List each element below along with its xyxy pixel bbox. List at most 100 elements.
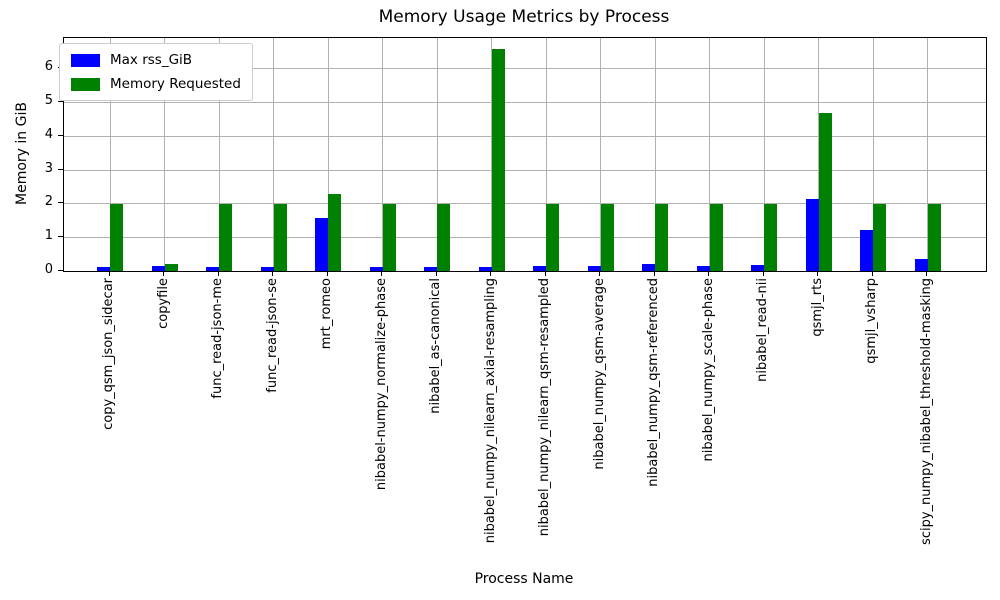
- gridline-vertical: [872, 38, 874, 271]
- x-tick-mark: [871, 271, 873, 276]
- y-tick-mark: [58, 168, 63, 170]
- y-tick-mark: [58, 202, 63, 204]
- x-tick-label: func_read-json-me: [210, 278, 225, 399]
- y-tick-mark: [58, 134, 63, 136]
- bar-max-rss-gib: [914, 258, 928, 271]
- y-tick-mark: [58, 236, 63, 238]
- gridline-vertical: [545, 38, 547, 271]
- gridline-vertical: [927, 38, 928, 271]
- gridline-horizontal: [64, 203, 986, 205]
- bar-memory-requested: [382, 204, 396, 271]
- x-tick-label: nibabel_numpy_nilearn_axial-resampling: [482, 278, 498, 544]
- bar-memory-requested: [709, 204, 723, 271]
- gridline-vertical: [709, 38, 710, 271]
- x-tick-label: copy_qsm_json_sidecar: [101, 278, 116, 430]
- y-tick-mark: [58, 100, 63, 102]
- x-tick-mark: [435, 271, 437, 276]
- x-tick-mark: [217, 271, 219, 276]
- x-tick-mark: [817, 271, 818, 276]
- x-tick-mark: [762, 271, 764, 276]
- gridline-vertical: [382, 38, 383, 271]
- bar-max-rss-gib: [424, 266, 437, 271]
- bar-max-rss-gib: [260, 266, 274, 271]
- bar-memory-requested: [655, 204, 668, 271]
- bar-max-rss-gib: [206, 266, 219, 271]
- bar-max-rss-gib: [696, 266, 710, 271]
- legend-label: Max rss_GiB: [110, 52, 193, 68]
- y-tick-label: 1: [44, 228, 53, 244]
- gridline-horizontal: [64, 68, 986, 70]
- y-tick-mark: [58, 270, 63, 271]
- bar-memory-requested: [600, 204, 614, 271]
- bar-max-rss-gib: [751, 265, 764, 271]
- x-tick-label: nibabel_as-canonical: [428, 278, 443, 414]
- gridline-vertical: [109, 38, 111, 271]
- legend: Max rss_GiB Memory Requested: [59, 43, 253, 101]
- gridline-vertical: [436, 38, 438, 271]
- bar-max-rss-gib: [805, 198, 819, 271]
- gridline-horizontal: [64, 169, 986, 171]
- gridline-vertical: [763, 38, 765, 271]
- x-tick-mark: [490, 271, 491, 276]
- x-tick-label: scipy_numpy_nibabel_threshold-masking: [918, 278, 934, 545]
- x-tick-mark: [926, 271, 927, 276]
- bar-memory-requested: [927, 204, 941, 271]
- bar-max-rss-gib: [587, 266, 601, 271]
- x-tick-mark: [163, 271, 164, 276]
- x-tick-mark: [653, 271, 655, 276]
- x-tick-label: nibabel_numpy_qsm-average: [591, 278, 607, 470]
- x-tick-label: func_read-json-se: [264, 278, 280, 393]
- plot-area: Max rss_GiB Memory Requested: [59, 37, 987, 272]
- bar-max-rss-gib: [860, 229, 873, 271]
- x-tick-label: nibabel_read-nii: [755, 278, 770, 382]
- x-tick-label: qsmjl_vsharp: [864, 278, 879, 364]
- bar-memory-requested: [328, 193, 341, 271]
- x-tick-mark: [272, 271, 273, 276]
- bar-memory-requested: [491, 49, 505, 271]
- chart-title: Memory Usage Metrics by Process: [378, 7, 670, 27]
- gridline-vertical: [218, 38, 220, 271]
- x-tick-mark: [326, 271, 328, 276]
- legend-swatch: [71, 53, 100, 67]
- y-tick-label: 4: [44, 126, 53, 142]
- legend-label: Memory Requested: [110, 76, 241, 92]
- gridline-horizontal: [64, 101, 986, 103]
- legend-swatch: [71, 77, 100, 91]
- y-tick-label: 3: [44, 160, 53, 176]
- bar-memory-requested: [873, 204, 886, 271]
- bar-max-rss-gib: [533, 266, 546, 271]
- bar-memory-requested: [437, 204, 450, 271]
- x-tick-label: nibabel-numpy_normalize-phase: [373, 278, 389, 491]
- y-tick-label: 5: [44, 92, 53, 108]
- bar-max-rss-gib: [151, 266, 165, 271]
- y-tick-label: 0: [44, 262, 53, 277]
- bar-memory-requested: [764, 204, 777, 271]
- gridline-vertical: [600, 38, 601, 271]
- legend-item: Memory Requested: [71, 76, 241, 92]
- gridline-horizontal: [64, 135, 986, 137]
- x-axis-label: Process Name: [474, 571, 574, 587]
- gridline-vertical: [164, 38, 165, 271]
- x-tick-label: nibabel_numpy_nilearn_qsm-resampled: [537, 278, 552, 537]
- bar-memory-requested: [273, 204, 287, 271]
- x-tick-label: nibabel_numpy_qsm-referenced: [646, 278, 661, 487]
- bar-memory-requested: [219, 204, 232, 271]
- y-tick-label: 2: [44, 194, 53, 210]
- x-tick-mark: [108, 271, 110, 276]
- bar-memory-requested: [546, 204, 559, 271]
- x-tick-label: nibabel_numpy_scale-phase: [700, 278, 716, 462]
- bar-max-rss-gib: [478, 266, 492, 271]
- bar-max-rss-gib: [369, 266, 383, 271]
- gridline-vertical: [327, 38, 329, 271]
- legend-item: Max rss_GiB: [71, 52, 241, 68]
- bar-memory-requested: [818, 113, 832, 271]
- bar-max-rss-gib: [642, 263, 655, 271]
- bar-memory-requested: [110, 204, 123, 271]
- bar-max-rss-gib: [97, 266, 110, 271]
- bar-memory-requested: [164, 264, 178, 271]
- bar-max-rss-gib: [315, 217, 328, 271]
- x-tick-label: copyfile: [155, 278, 171, 329]
- x-tick-label: mrt_romeo: [319, 278, 334, 350]
- x-tick-mark: [708, 271, 709, 276]
